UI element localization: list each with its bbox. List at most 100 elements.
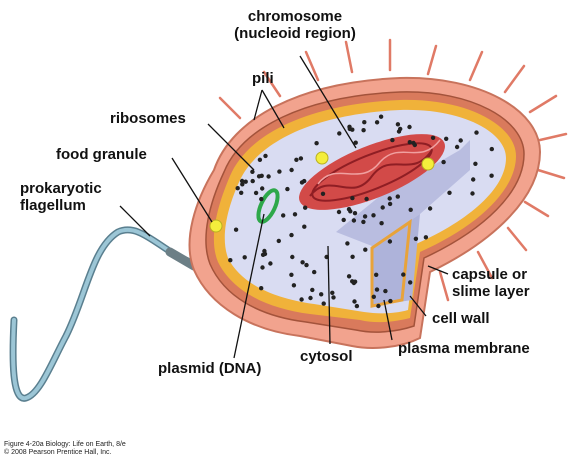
ribosome: [321, 192, 325, 196]
ribosome: [299, 156, 303, 160]
ribosome: [294, 158, 298, 162]
ribosome: [243, 255, 247, 259]
ribosome: [348, 127, 352, 131]
ribosome: [302, 225, 306, 229]
ribosome: [375, 120, 379, 124]
ribosome: [251, 179, 255, 183]
ribosome: [383, 289, 387, 293]
ribosome: [401, 272, 405, 276]
ribosome: [379, 221, 383, 225]
ribosome: [470, 191, 474, 195]
ribosome: [408, 140, 412, 144]
ribosome: [353, 211, 357, 215]
ribosome: [431, 136, 435, 140]
ribosome: [239, 191, 243, 195]
chromosome-label-line2: (nucleoid region): [206, 25, 384, 42]
ribosome: [407, 125, 411, 129]
ribosome: [289, 273, 293, 277]
ribosome: [259, 286, 263, 290]
ribosome: [319, 292, 323, 296]
chromosome-label: chromosome (nucleoid region): [206, 8, 384, 42]
ribosome: [362, 120, 366, 124]
ribosome: [259, 197, 263, 201]
ribosome: [337, 210, 341, 214]
ribosome: [310, 288, 314, 292]
ribosome: [353, 280, 357, 284]
ribosome: [388, 196, 392, 200]
ribosome: [397, 129, 401, 133]
food-granule: [422, 158, 434, 170]
chromosome-label-line1: chromosome: [206, 8, 384, 25]
ribosome: [455, 145, 459, 149]
food-granule-label: food granule: [56, 146, 147, 163]
ribosome: [293, 212, 297, 216]
ribosome: [490, 147, 494, 151]
food-granule: [316, 152, 328, 164]
ribosome: [263, 154, 267, 158]
ribosome: [361, 128, 365, 132]
ribosome: [250, 170, 254, 174]
ribosome: [277, 169, 281, 173]
ribosome: [388, 239, 392, 243]
cytosol-label: cytosol: [300, 348, 353, 365]
ribosome: [277, 239, 281, 243]
ribosome: [254, 191, 258, 195]
ribosome: [314, 141, 318, 145]
ribosome: [350, 196, 354, 200]
figure-credit-line1: Figure 4-20a Biology: Life on Earth, 8/e: [4, 441, 126, 449]
ribosome: [299, 297, 303, 301]
ribosome: [489, 174, 493, 178]
ribosome: [396, 122, 400, 126]
ribosome: [258, 158, 262, 162]
capsule-label: capsule or slime layer: [452, 266, 530, 300]
ribosome: [257, 174, 261, 178]
ribosome: [363, 214, 367, 218]
ribosome: [347, 274, 351, 278]
ribosome: [447, 191, 451, 195]
ribosome: [308, 296, 312, 300]
ribosome: [289, 168, 293, 172]
flagellum-label: prokaryotic flagellum: [20, 180, 102, 214]
flagellum-label-line1: prokaryotic: [20, 180, 102, 197]
plasma-membrane-label: plasma membrane: [398, 340, 530, 357]
ribosome: [409, 208, 413, 212]
ribosome: [459, 138, 463, 142]
flagellum-label-line2: flagellum: [20, 197, 102, 214]
ribosome: [304, 263, 308, 267]
ribosome: [322, 301, 326, 305]
cell-wall-label: cell wall: [432, 310, 490, 327]
ribosome: [414, 237, 418, 241]
ribosome: [292, 283, 296, 287]
ribosome: [266, 174, 270, 178]
figure-credit-line2: © 2008 Pearson Prentice Hall, Inc.: [4, 449, 126, 457]
ribosome: [331, 295, 335, 299]
ribosome: [260, 186, 264, 190]
ribosome: [289, 233, 293, 237]
ribosome: [355, 304, 359, 308]
plasmid-label: plasmid (DNA): [158, 360, 261, 377]
ribosome: [375, 287, 379, 291]
ribosome: [364, 197, 368, 201]
ribosome: [396, 194, 400, 198]
ribosome: [342, 218, 346, 222]
ribosome: [388, 202, 392, 206]
ribosome: [376, 304, 380, 308]
ribosome: [473, 162, 477, 166]
ribosome: [303, 206, 307, 210]
ribosome: [345, 241, 349, 245]
ribosome: [240, 179, 244, 183]
ribosome: [268, 261, 272, 265]
ribosome: [236, 186, 240, 190]
capsule-label-line1: capsule or: [452, 266, 530, 283]
capsule-label-line2: slime layer: [452, 283, 530, 300]
ribosome: [260, 265, 264, 269]
ribosome: [300, 260, 304, 264]
ribosome: [390, 138, 394, 142]
ribosome: [352, 299, 356, 303]
ribosome: [330, 291, 334, 295]
ribosome: [262, 249, 266, 253]
ribosome: [379, 115, 383, 119]
ribosome: [471, 177, 475, 181]
ribosome: [361, 220, 365, 224]
